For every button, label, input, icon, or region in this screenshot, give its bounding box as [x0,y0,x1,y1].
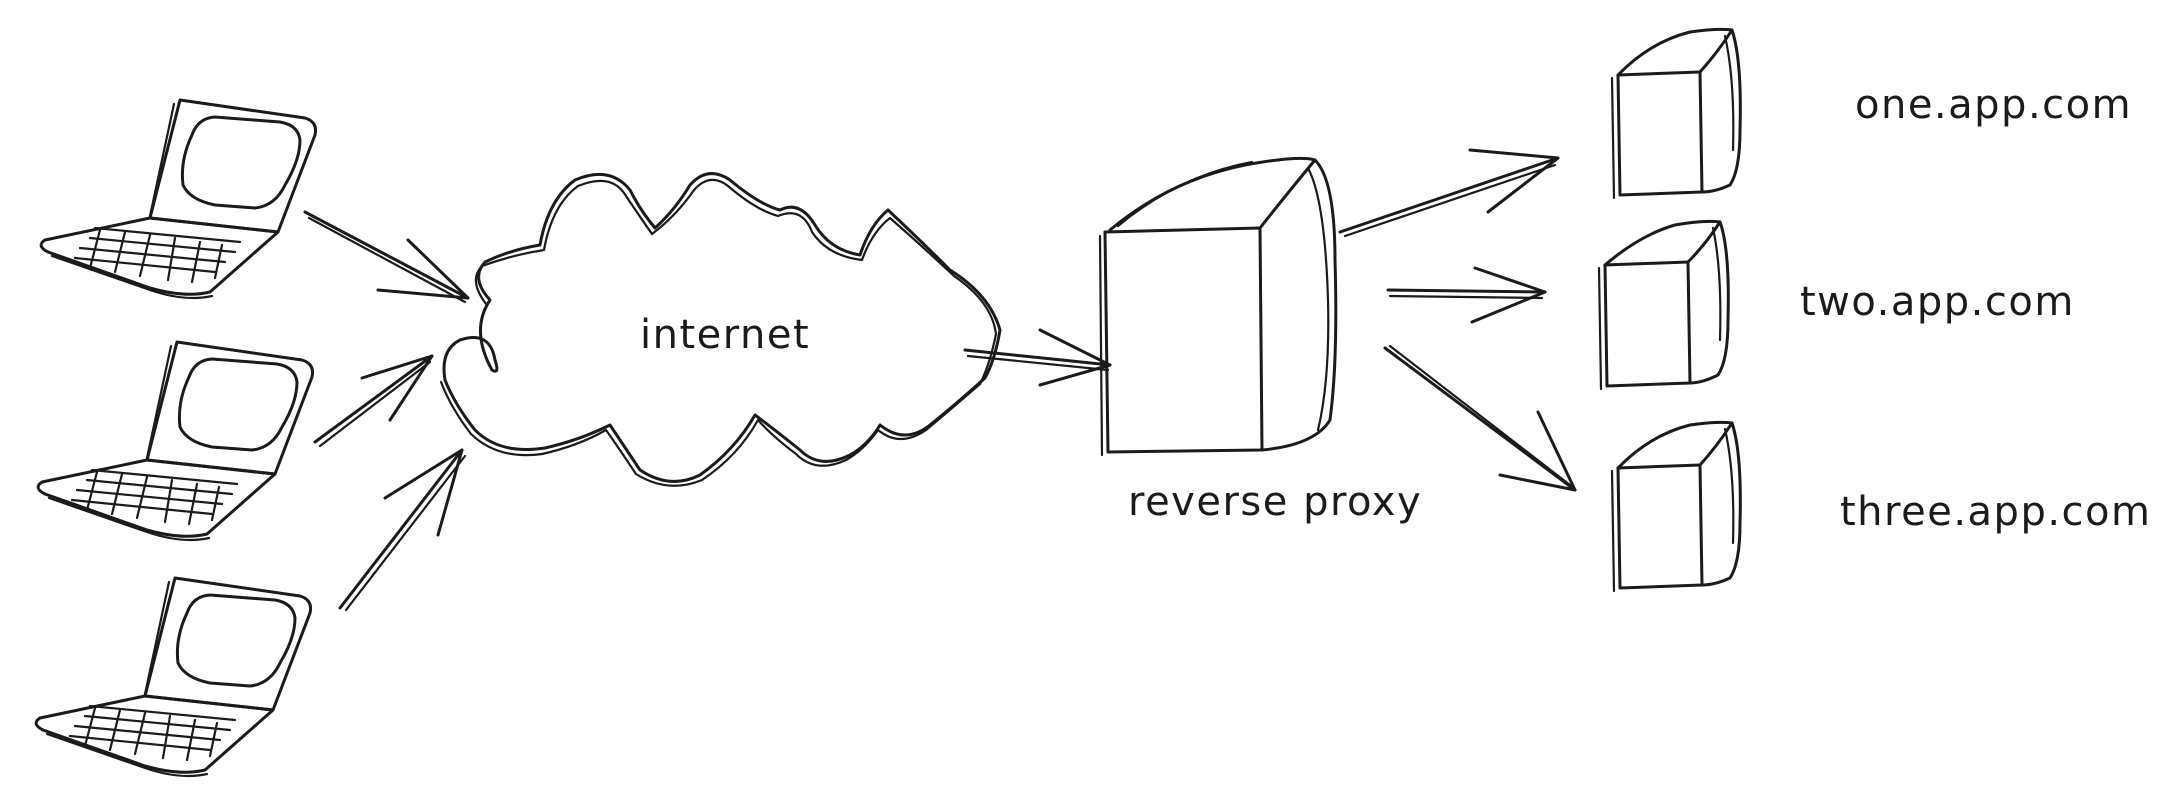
backend-label: three.app.com [1840,489,2151,535]
proxy-label: reverse proxy [1128,479,1422,525]
server-icon: two.app.com [1597,219,2075,391]
backend-arrow [1386,266,1547,324]
network-arrow [963,328,1112,387]
cloud-label: internet [640,312,810,358]
laptop-icon [39,98,317,300]
laptop-icon [34,576,312,778]
backend-label: one.app.com [1855,82,2132,128]
backend-arrow [1383,344,1577,492]
cloud-icon: internet [439,172,1002,487]
laptop-icon [36,340,314,542]
client-arrow [313,354,434,448]
client-arrow [338,448,467,612]
server-icon: reverse proxy [1098,156,1422,525]
backend-label: two.app.com [1800,279,2075,325]
backend-arrow [1338,148,1560,238]
server-icon: three.app.com [1610,420,2151,593]
client-arrow [303,210,470,304]
server-icon: one.app.com [1610,27,2132,200]
